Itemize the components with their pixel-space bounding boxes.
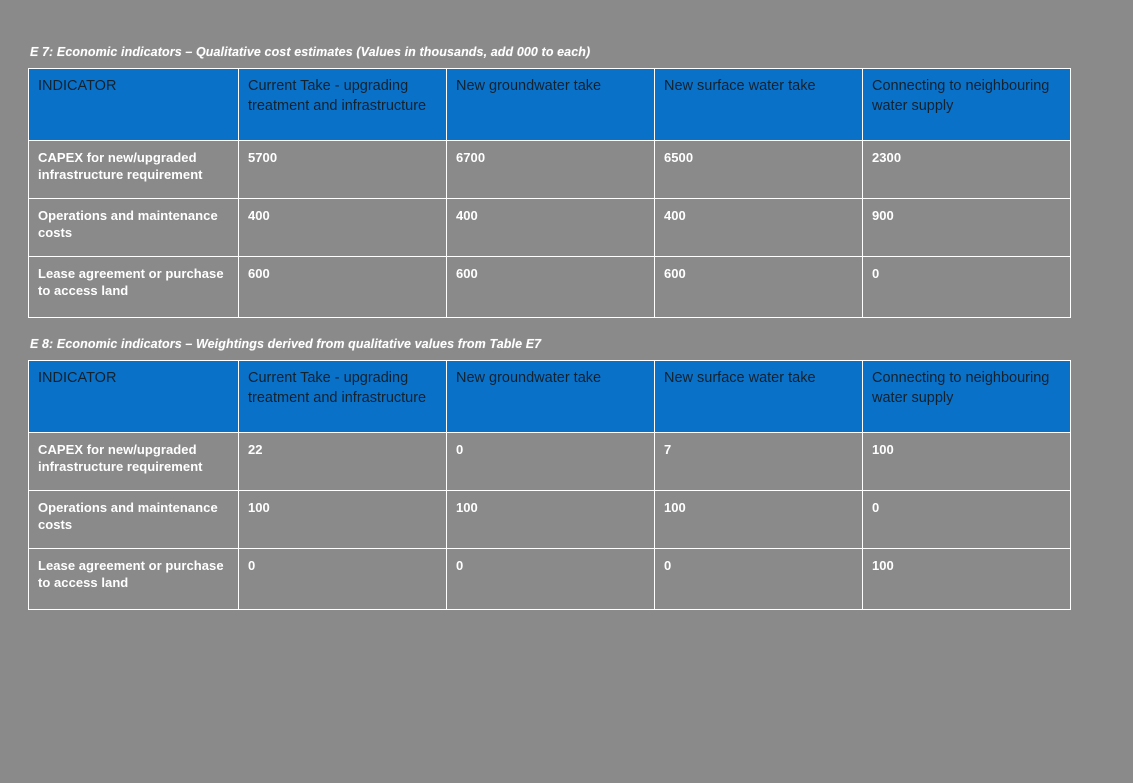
table-row: Operations and maintenance costs 100 100… [28,490,1071,549]
table2-row2-col3-value: 0 [654,548,863,610]
table1-row2-col4-value: 0 [862,256,1071,318]
table2-row0-col3-value: 7 [654,432,863,491]
table2-row1-label: Operations and maintenance costs [28,490,239,549]
table1-row1-col1-value: 400 [238,198,447,257]
economic-indicators-qualitative-table: INDICATOR Current Take - upgrading treat… [28,68,1071,318]
table2-row2-col1-value: 0 [238,548,447,610]
table2-row0-col2-value: 0 [446,432,655,491]
table1-caption: E 7: Economic indicators – Qualitative c… [30,45,591,59]
table1-header-row: INDICATOR Current Take - upgrading treat… [28,68,1071,141]
table1-row1-label: Operations and maintenance costs [28,198,239,257]
table1-row2-col3-value: 600 [654,256,863,318]
table-row: CAPEX for new/upgraded infrastructure re… [28,432,1071,491]
table2-col-header-current-take: Current Take - upgrading treatment and i… [238,360,447,433]
table1-col-header-current-take: Current Take - upgrading treatment and i… [238,68,447,141]
table2-row1-col3-value: 100 [654,490,863,549]
table2-row1-col1-value: 100 [238,490,447,549]
table1-row0-col4-value: 2300 [862,140,1071,199]
table2-row1-col4-value: 0 [862,490,1071,549]
table1-row2-col1-value: 600 [238,256,447,318]
table1-col-header-connecting-neighbouring-supply: Connecting to neighbouring water supply [862,68,1071,141]
table1-col-header-new-groundwater-take: New groundwater take [446,68,655,141]
table1-row1-col3-value: 400 [654,198,863,257]
table2-row0-col1-value: 22 [238,432,447,491]
table2-row0-label: CAPEX for new/upgraded infrastructure re… [28,432,239,491]
table2-row1-col2-value: 100 [446,490,655,549]
table-row: Operations and maintenance costs 400 400… [28,198,1071,257]
table1-row0-col1-value: 5700 [238,140,447,199]
table1-row0-label: CAPEX for new/upgraded infrastructure re… [28,140,239,199]
table1-row2-col2-value: 600 [446,256,655,318]
table1-col-header-new-surface-water-take: New surface water take [654,68,863,141]
economic-indicators-weightings-table: INDICATOR Current Take - upgrading treat… [28,360,1071,610]
table-row: Lease agreement or purchase to access la… [28,548,1071,610]
table2-row0-col4-value: 100 [862,432,1071,491]
table1-row0-col2-value: 6700 [446,140,655,199]
table1-row1-col4-value: 900 [862,198,1071,257]
table2-row2-col4-value: 100 [862,548,1071,610]
table2-col-header-new-groundwater-take: New groundwater take [446,360,655,433]
table1-row0-col3-value: 6500 [654,140,863,199]
table2-header-row: INDICATOR Current Take - upgrading treat… [28,360,1071,433]
table2-row2-label: Lease agreement or purchase to access la… [28,548,239,610]
table1-col-header-indicator: INDICATOR [28,68,239,141]
table1-row1-col2-value: 400 [446,198,655,257]
table2-col-header-indicator: INDICATOR [28,360,239,433]
table-row: Lease agreement or purchase to access la… [28,256,1071,318]
table2-col-header-new-surface-water-take: New surface water take [654,360,863,433]
table1-row2-label: Lease agreement or purchase to access la… [28,256,239,318]
table-row: CAPEX for new/upgraded infrastructure re… [28,140,1071,199]
table2-col-header-connecting-neighbouring-supply: Connecting to neighbouring water supply [862,360,1071,433]
table2-row2-col2-value: 0 [446,548,655,610]
table2-caption: E 8: Economic indicators – Weightings de… [30,337,542,351]
